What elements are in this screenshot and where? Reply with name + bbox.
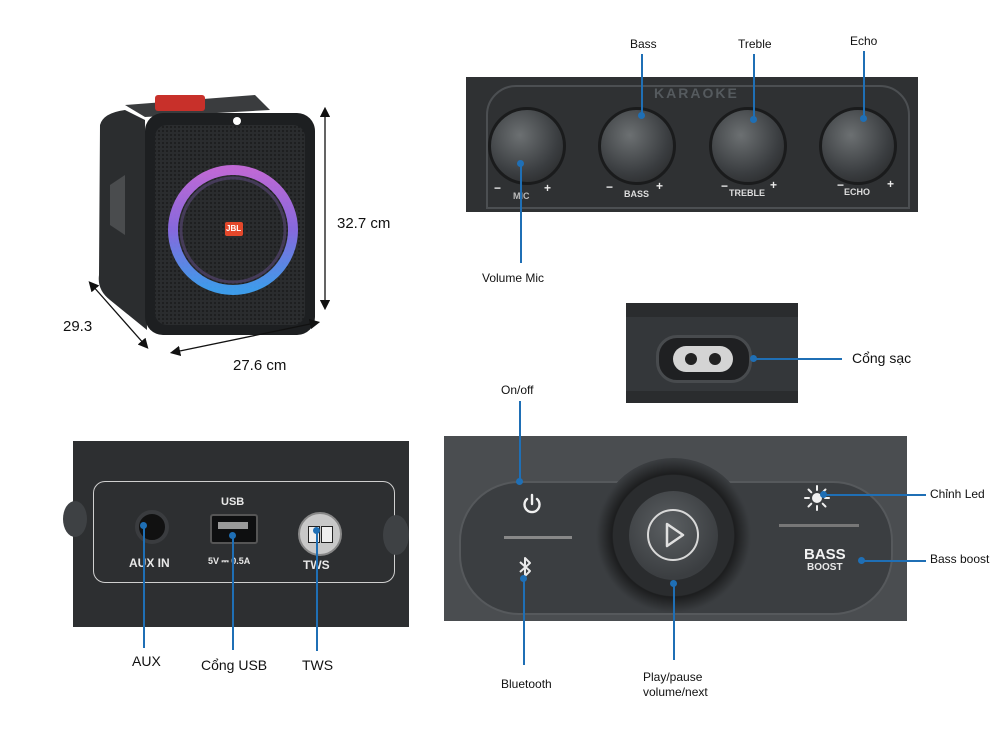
callout-on-off: On/off	[501, 383, 534, 397]
power-icon[interactable]	[520, 492, 544, 516]
mic-knob[interactable]	[488, 107, 566, 185]
bass-knob[interactable]	[598, 107, 676, 185]
height-dimension: 32.7 cm	[337, 215, 391, 232]
bass-boost-label: BASS	[804, 546, 846, 563]
bass-plus: +	[656, 179, 664, 193]
boost-sub-label: BOOST	[807, 562, 843, 573]
echo-knob-label: ECHO	[844, 187, 871, 197]
callout-echo: Echo	[850, 34, 878, 48]
treble-knob-label: TREBLE	[729, 188, 765, 198]
echo-knob[interactable]	[819, 107, 897, 185]
callout-aux: AUX	[132, 653, 161, 669]
treble-minus: −	[721, 179, 729, 193]
callout-bass: Bass	[630, 37, 657, 51]
callout-charging-port: Cổng sạc	[852, 350, 912, 366]
callout-play-line1: Play/pause	[643, 670, 703, 684]
ports-panel: AUX IN USB 5V ⎓ 0.5A TWS	[63, 441, 409, 627]
echo-plus: +	[887, 177, 895, 191]
led-icon[interactable]	[804, 485, 830, 511]
charging-socket[interactable]	[656, 335, 752, 383]
usb-port[interactable]	[210, 514, 258, 544]
usb-label: USB	[221, 496, 245, 508]
aux-jack[interactable]	[135, 510, 169, 544]
callout-led: Chỉnh Led	[930, 487, 985, 501]
bass-knob-label: BASS	[624, 189, 650, 199]
karaoke-knob-panel: KARAOKE MIC BASS TREBLE ECHO − + − + − +…	[466, 77, 918, 212]
bluetooth-icon[interactable]	[516, 556, 534, 578]
treble-knob[interactable]	[709, 107, 787, 185]
mic-plus: +	[544, 181, 552, 195]
karaoke-brand: KARAOKE	[654, 85, 739, 101]
play-icon	[647, 509, 699, 561]
callout-treble: Treble	[738, 37, 772, 51]
tws-button[interactable]	[298, 512, 342, 556]
callout-volume-mic: Volume Mic	[482, 271, 545, 285]
bass-boost-button[interactable]: BASS BOOST	[799, 546, 859, 576]
width-dimension: 27.6 cm	[233, 357, 287, 374]
mic-minus: −	[494, 181, 502, 195]
usb-spec-label: 5V ⎓ 0.5A	[208, 556, 251, 566]
callout-bass-boost: Bass boost	[930, 552, 990, 566]
bass-minus: −	[606, 180, 614, 194]
aux-in-label: AUX IN	[129, 556, 170, 570]
charging-port-panel	[626, 303, 798, 403]
callout-usb-port: Cổng USB	[201, 657, 268, 673]
depth-dimension: 29.3	[63, 318, 93, 335]
callout-bluetooth: Bluetooth	[501, 677, 552, 691]
speaker-illustration: JBL	[85, 85, 325, 365]
speaker-logo: JBL	[226, 224, 242, 233]
callout-play-line2: volume/next	[643, 685, 708, 699]
callout-tws: TWS	[302, 657, 334, 673]
treble-plus: +	[770, 178, 778, 192]
echo-minus: −	[837, 178, 845, 192]
control-panel: BASS BOOST	[444, 436, 907, 621]
